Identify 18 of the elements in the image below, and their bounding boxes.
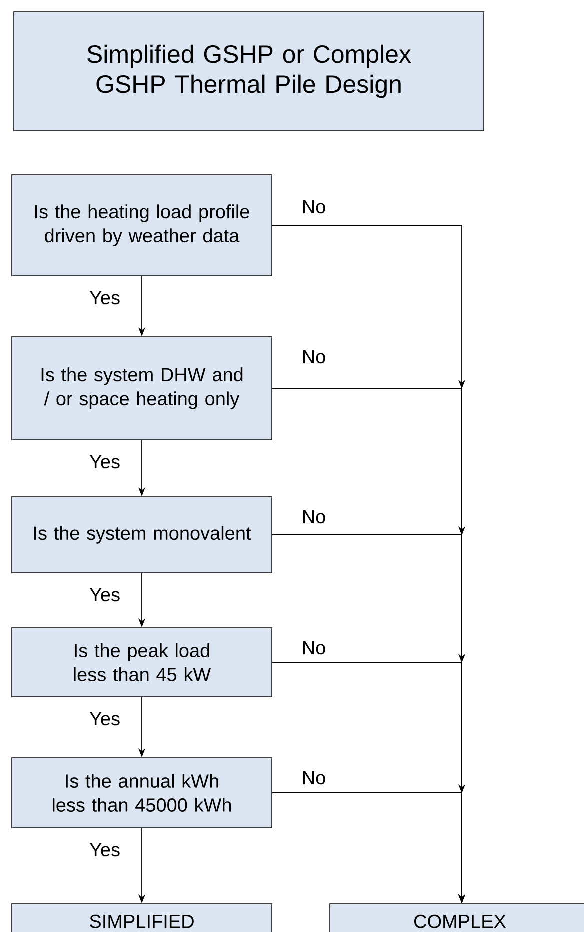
decision-box: Is the peak load less than 45 kW	[12, 628, 272, 698]
edge-label: Yes	[90, 291, 120, 305]
edge-label: No	[303, 200, 326, 214]
edge-label: No	[303, 641, 326, 655]
edge-label: Yes	[90, 588, 120, 602]
edge-label: Yes	[90, 455, 120, 469]
edge-label: No	[303, 510, 326, 524]
edge-label: No	[303, 350, 326, 364]
decision-box: Is the system DHW and / or space heating only	[12, 336, 272, 440]
decision-box: Is the annual kWh less than 45000 kWh	[12, 758, 272, 828]
edge-label: Yes	[90, 843, 120, 857]
title-box: Simplified GSHP or Complex GSHP Thermal Pile Design	[14, 12, 484, 132]
edge-label: No	[303, 771, 326, 785]
decision-box: Is the heating load profile driven by weather data	[12, 174, 272, 276]
edge-label: Yes	[90, 712, 120, 726]
result-box: SIMPLIFIED	[12, 904, 272, 932]
result-box: COMPLEX	[330, 904, 584, 932]
decision-box: Is the system monovalent	[12, 496, 272, 574]
